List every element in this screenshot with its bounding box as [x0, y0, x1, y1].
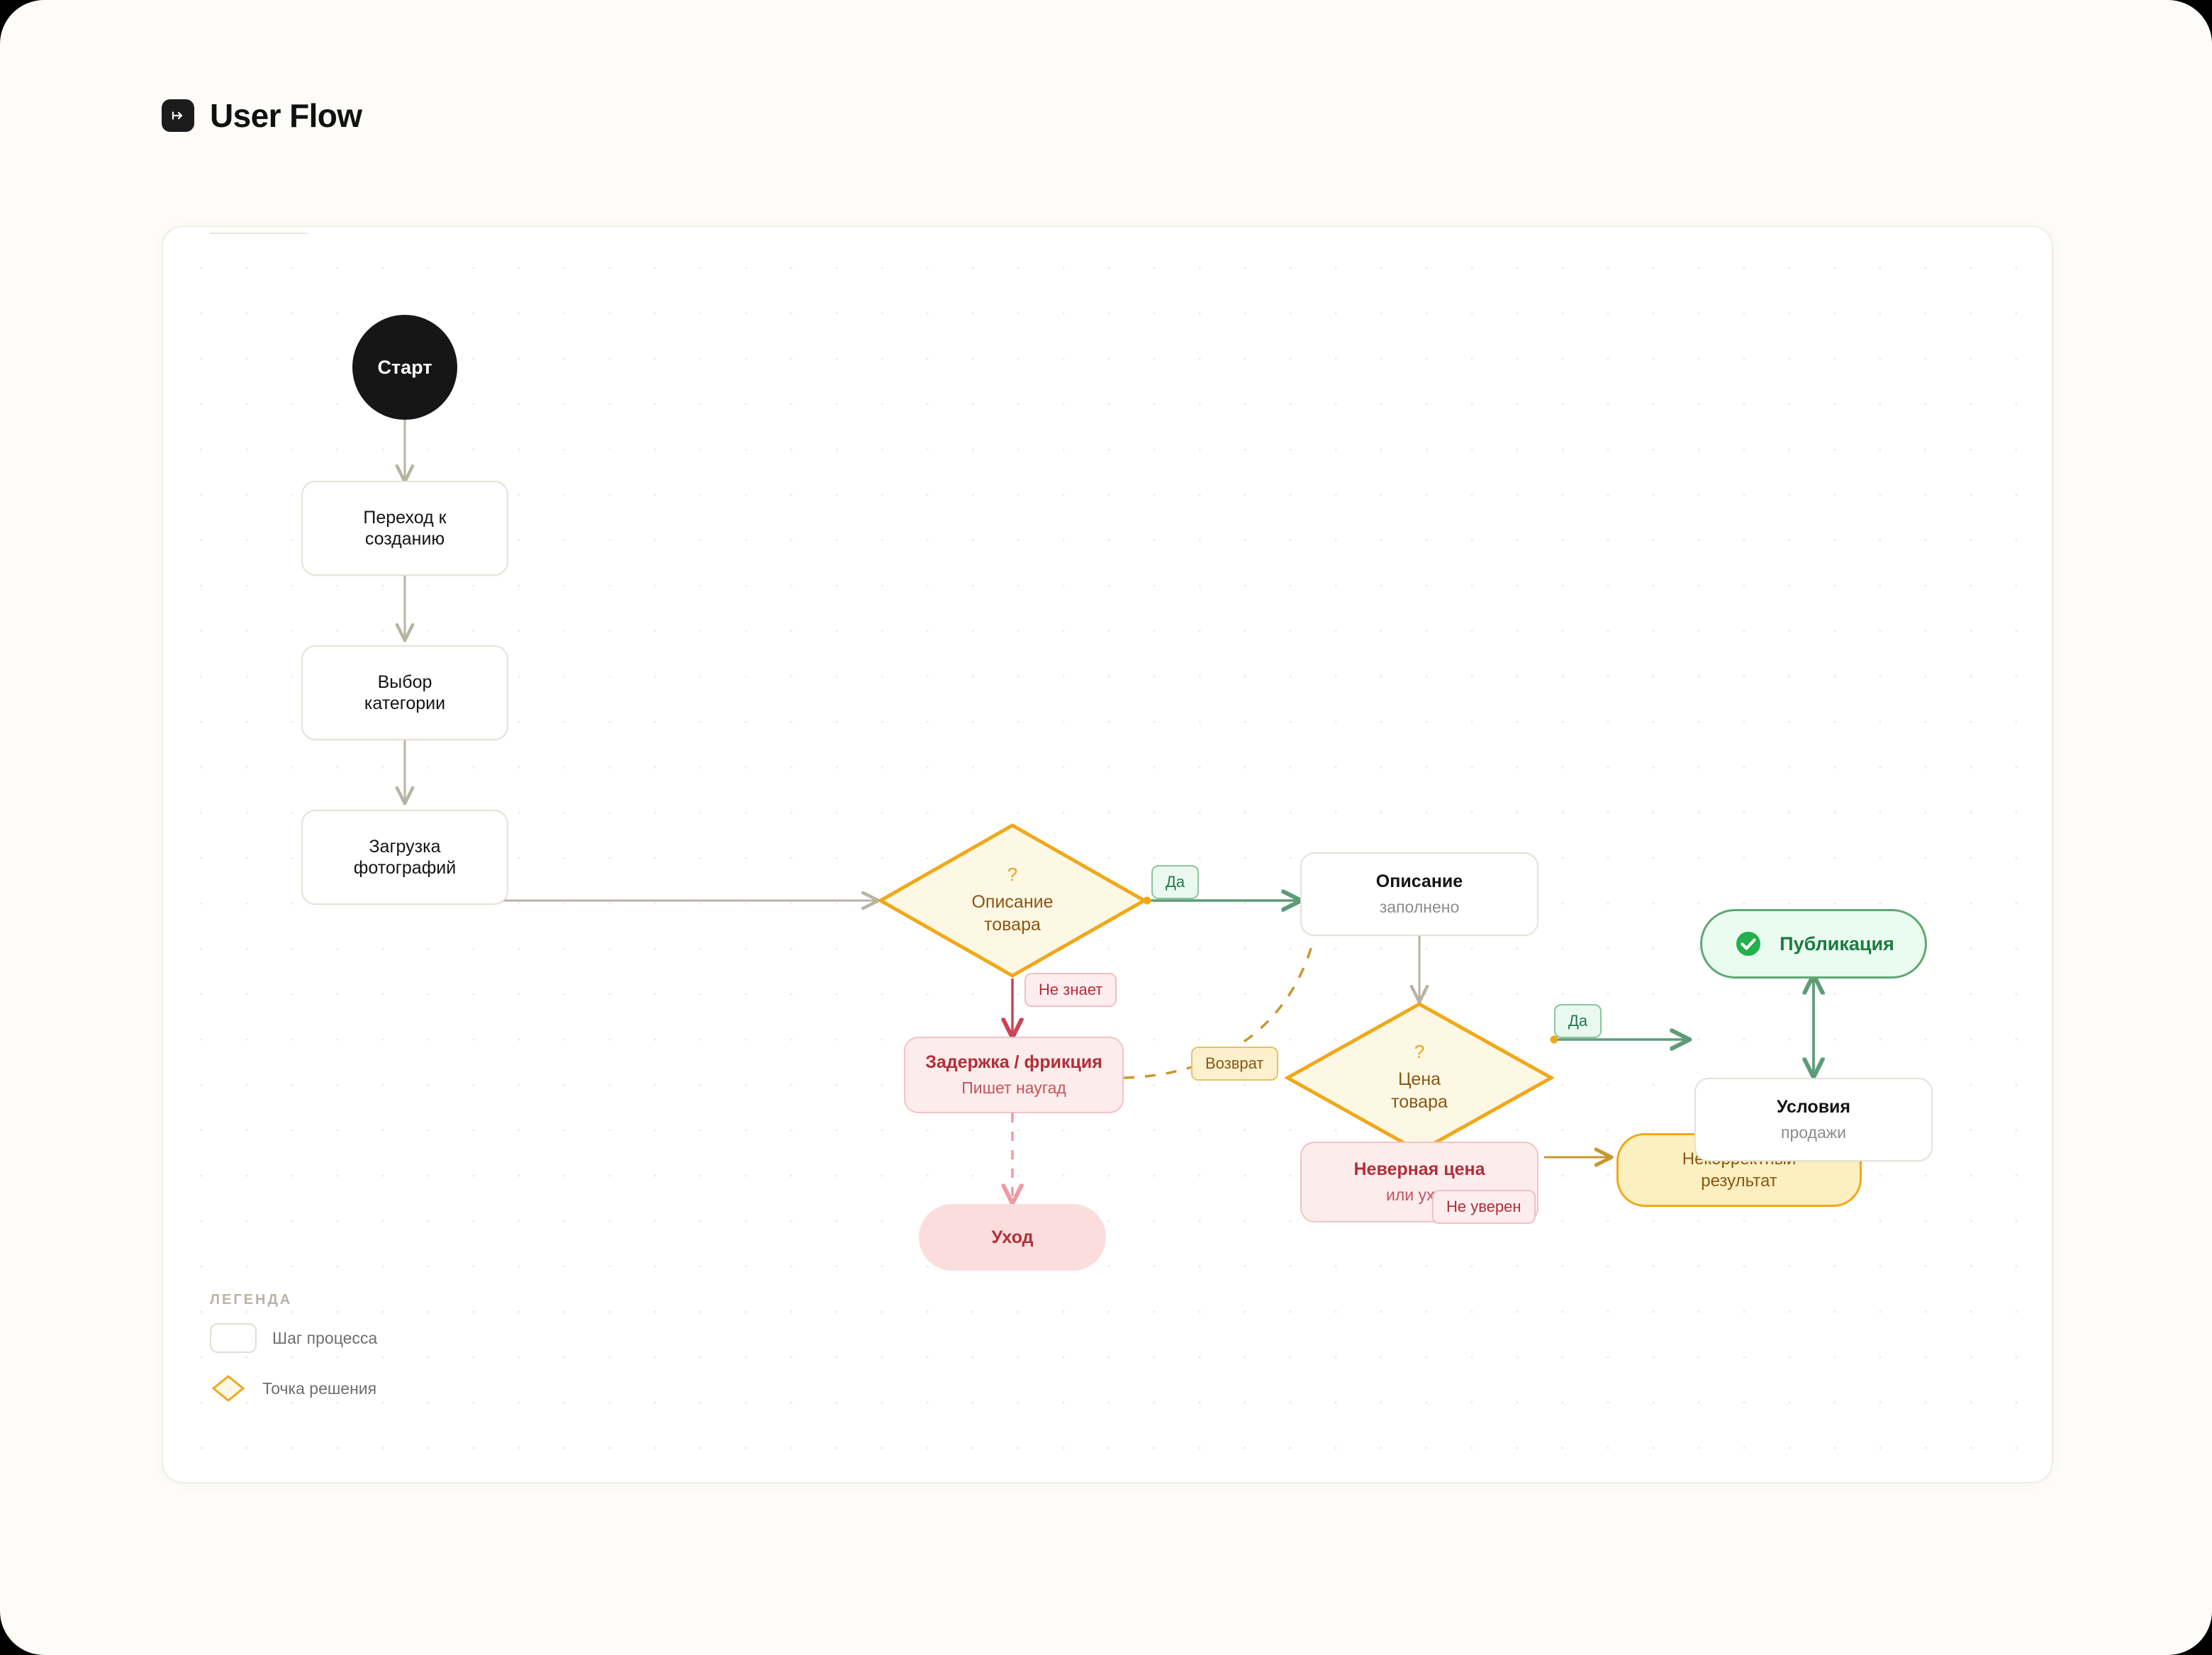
- node-decision-price[interactable]: ? Цена товара: [1285, 1001, 1554, 1154]
- process-step-swatch: [210, 1323, 257, 1353]
- node-subtitle: созданию: [364, 529, 445, 549]
- page-header: User Flow: [162, 99, 362, 132]
- decision-marker: ?: [1007, 863, 1018, 885]
- node-start-label: Старт: [377, 356, 432, 378]
- node-subtitle: заполнено: [1379, 898, 1460, 917]
- decision-diamond-shape: [878, 823, 1147, 978]
- node-exit[interactable]: Уход: [919, 1204, 1106, 1271]
- node-title: Неверная цена: [1353, 1159, 1485, 1180]
- node-publish[interactable]: Публикация: [1700, 909, 1927, 979]
- node-goto-create[interactable]: Переход к созданию: [301, 481, 508, 576]
- node-subtitle: результат: [1701, 1171, 1777, 1191]
- decision-marker: ?: [1414, 1040, 1425, 1062]
- node-subtitle: продажи: [1781, 1123, 1846, 1142]
- legend-label: Точка решения: [262, 1378, 377, 1398]
- page-title: User Flow: [210, 97, 362, 134]
- edge-label-return: Возврат: [1191, 1047, 1278, 1081]
- node-title: Уход: [991, 1227, 1034, 1247]
- node-title: Задержка / фрикция: [925, 1052, 1102, 1073]
- node-title: Цена: [1397, 1069, 1441, 1089]
- flow-arrow-icon: [162, 99, 194, 132]
- node-title: Описание: [971, 891, 1054, 912]
- edge-label-not-sure-price: Не уверен: [1432, 1190, 1536, 1224]
- node-title: Переход к: [363, 508, 447, 528]
- node-subtitle: категории: [364, 693, 446, 713]
- edge-label-yes-description: Да: [1151, 865, 1200, 899]
- node-terms[interactable]: Условия продажи: [1694, 1078, 1933, 1161]
- node-title: Описание: [1375, 871, 1463, 892]
- node-title: Публикация: [1780, 932, 1894, 954]
- edge-label-no-description: Не знает: [1024, 973, 1117, 1007]
- node-friction[interactable]: Задержка / фрикция Пишет наугад: [904, 1037, 1124, 1113]
- node-description-filled[interactable]: Описание заполнено: [1300, 852, 1538, 936]
- edge-label-yes-price: Да: [1554, 1004, 1602, 1038]
- node-title: Загрузка: [369, 837, 441, 857]
- node-subtitle: товара: [1391, 1092, 1448, 1112]
- legend-title: ЛЕГЕНДА: [210, 1292, 293, 1308]
- node-subtitle: Пишет наугад: [961, 1079, 1066, 1098]
- node-decision-description[interactable]: ? Описание товара: [878, 823, 1147, 979]
- legend-item-decision-point: Точка решения: [210, 1370, 376, 1407]
- node-pick-category[interactable]: Выбор категории: [301, 645, 508, 740]
- check-circle-icon: [1733, 928, 1764, 959]
- node-title: Условия: [1776, 1097, 1851, 1118]
- node-subtitle: фотографий: [353, 858, 457, 878]
- node-wrong-price[interactable]: Неверная цена или уход: [1300, 1142, 1538, 1222]
- node-upload-photos[interactable]: Загрузка фотографий: [301, 810, 508, 905]
- node-title: Выбор: [377, 672, 432, 692]
- legend-label: Шаг процесса: [272, 1328, 378, 1347]
- node-subtitle: товара: [984, 915, 1041, 935]
- legend-item-process-step: Шаг процесса: [210, 1323, 377, 1353]
- flow-canvas[interactable]: ОСНОВНОЙ ПУТЬ Старт Переход к созданию В…: [162, 225, 2053, 1483]
- decision-diamond-swatch: [210, 1370, 247, 1407]
- section-divider: [210, 233, 308, 234]
- node-start[interactable]: Старт: [352, 315, 457, 420]
